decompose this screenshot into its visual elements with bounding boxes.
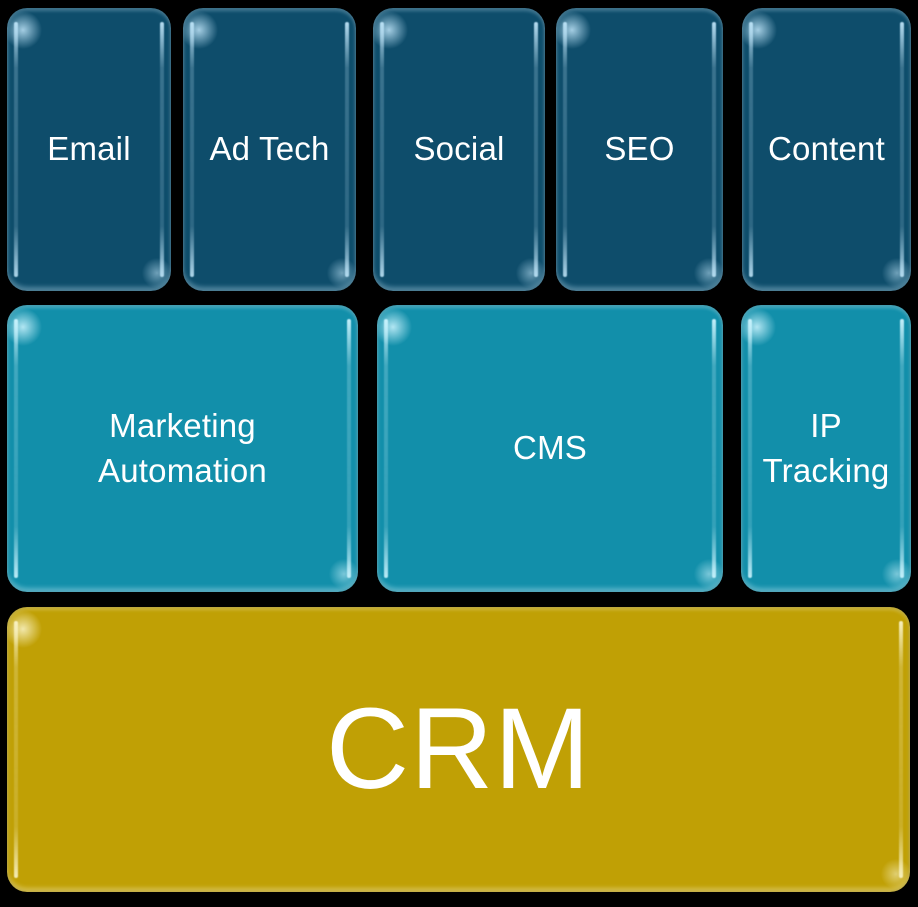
box-seo: SEO bbox=[556, 8, 723, 291]
box-social: Social bbox=[373, 8, 545, 291]
box-ad-tech: Ad Tech bbox=[183, 8, 356, 291]
box-email: Email bbox=[7, 8, 171, 291]
box-ip-tracking-label: IP Tracking bbox=[762, 406, 890, 489]
box-cms-label: CMS bbox=[513, 429, 587, 467]
box-social-label: Social bbox=[413, 130, 505, 168]
box-ip-tracking: IP Tracking bbox=[741, 305, 911, 592]
box-content: Content bbox=[742, 8, 911, 291]
box-marketing-automation-label: Marketing Automation bbox=[98, 406, 267, 489]
box-email-label: Email bbox=[47, 130, 131, 168]
box-content-label: Content bbox=[768, 130, 885, 168]
box-crm: CRM bbox=[7, 607, 910, 892]
box-marketing-automation: Marketing Automation bbox=[7, 305, 358, 592]
box-ad-tech-label: Ad Tech bbox=[209, 130, 330, 168]
box-seo-label: SEO bbox=[604, 130, 675, 168]
box-crm-label: CRM bbox=[326, 685, 591, 814]
box-cms: CMS bbox=[377, 305, 723, 592]
